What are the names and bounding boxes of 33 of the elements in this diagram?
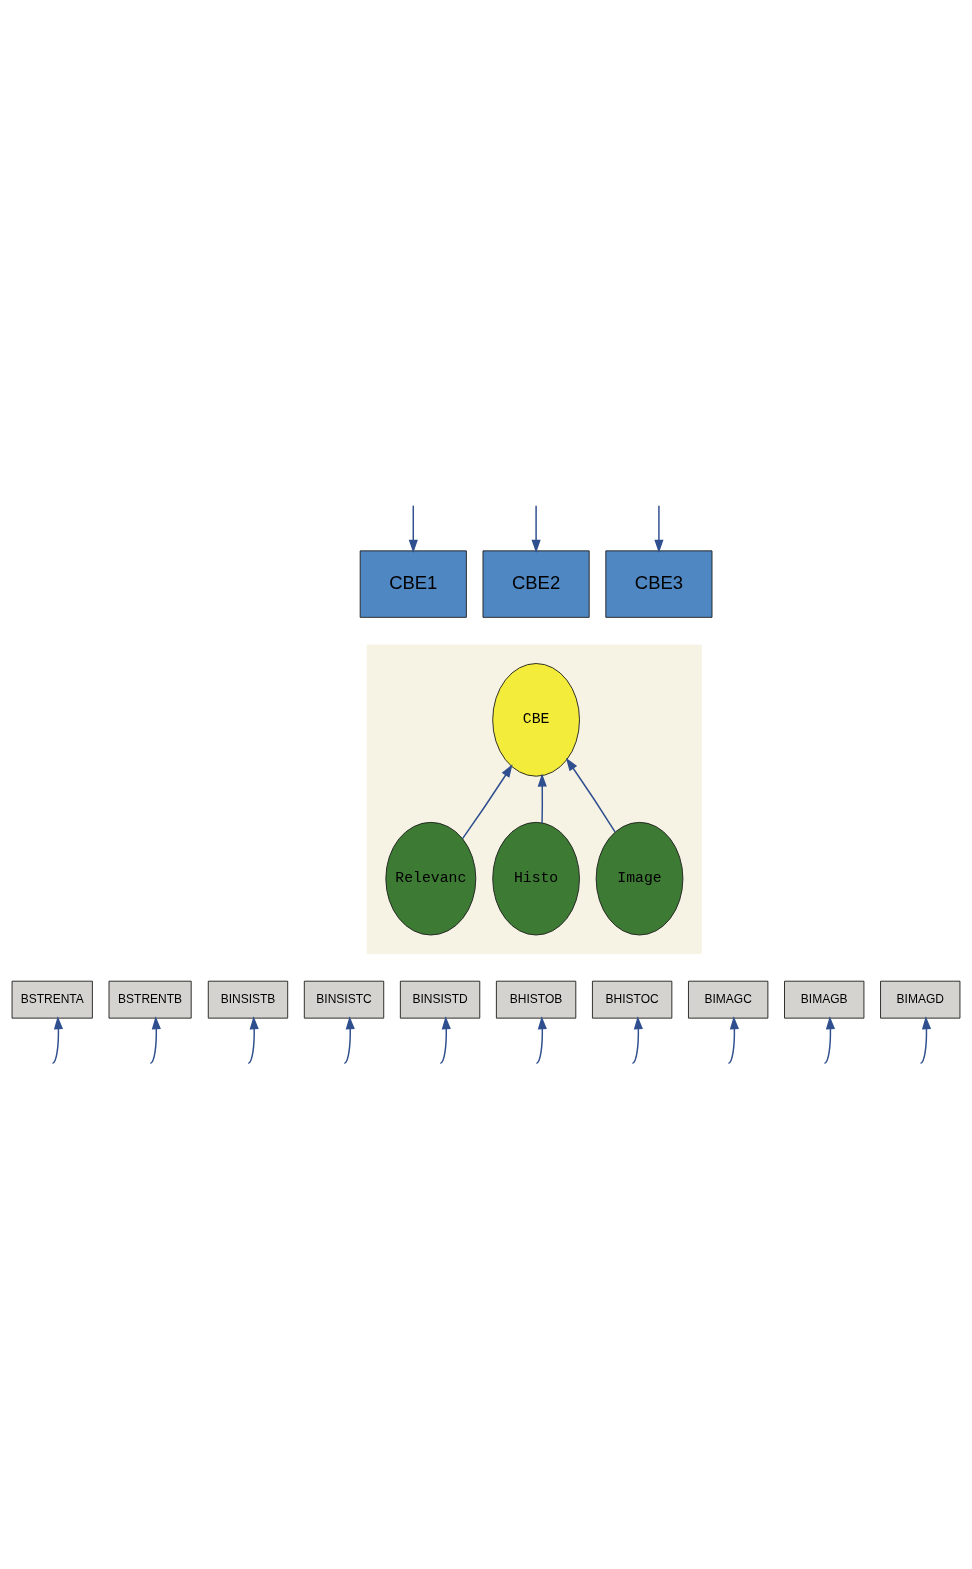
node-box: CBE2 (482, 550, 590, 618)
node-box: BIMAGB (784, 980, 865, 1019)
arrow (537, 773, 547, 824)
node-ellipse: Relevanc (385, 821, 477, 936)
node-box: CBE1 (359, 550, 467, 618)
arrow (823, 1016, 836, 1065)
node-box: BINSISTD (399, 980, 481, 1019)
node-ellipse: Histo (492, 821, 580, 936)
arrow (439, 1016, 451, 1065)
arrow (408, 504, 418, 553)
arrow (919, 1016, 932, 1065)
node-box: BSTRENTA (11, 980, 93, 1019)
node-box: BINSISTC (303, 980, 385, 1019)
arrow (531, 504, 541, 553)
arrow (51, 1016, 64, 1065)
arrow (565, 757, 616, 833)
node-box: BHISTOC (591, 980, 673, 1019)
node-box: BINSISTB (207, 980, 289, 1019)
arrow (149, 1016, 161, 1065)
node-box: BIMAGD (880, 980, 961, 1019)
node-box: CBE3 (605, 550, 713, 618)
node-box: BHISTOB (495, 980, 577, 1019)
node-box: BSTRENTB (108, 980, 192, 1019)
arrow (654, 504, 664, 553)
arrow (727, 1016, 739, 1065)
arrow (631, 1016, 643, 1065)
arrow (461, 764, 513, 840)
node-ellipse: Image (595, 821, 684, 936)
arrow (535, 1016, 547, 1065)
node-box: BIMAGC (688, 980, 769, 1019)
cluster (366, 644, 702, 954)
arrow (247, 1016, 259, 1065)
arrow (343, 1016, 355, 1065)
